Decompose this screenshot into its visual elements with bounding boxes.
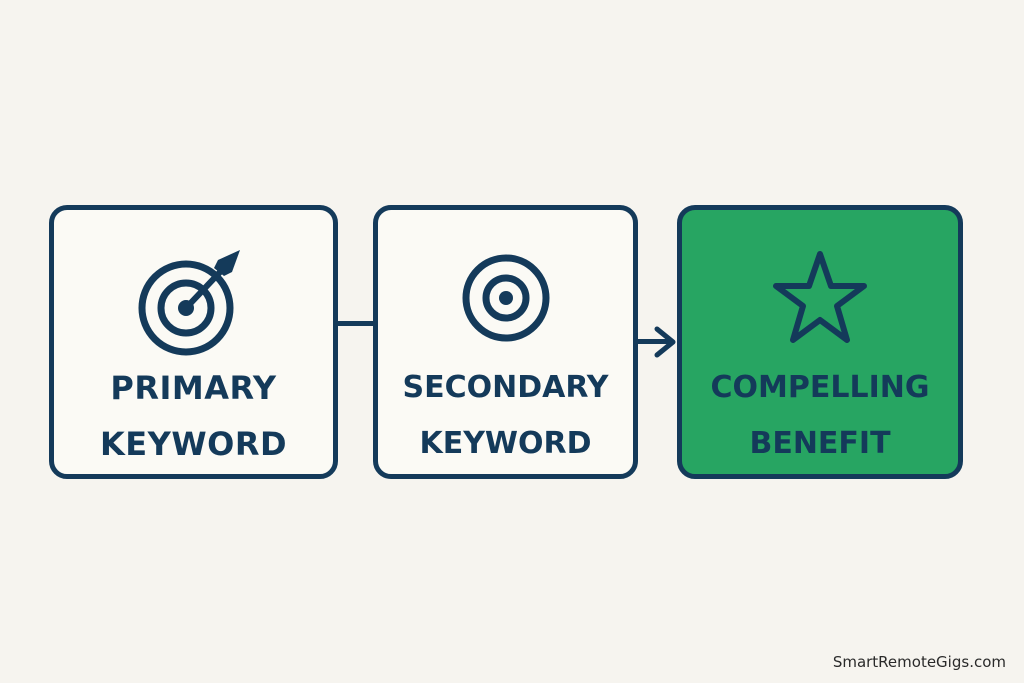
- connector-arrow-line: [636, 339, 671, 344]
- star-icon: [773, 251, 867, 343]
- target-icon: [462, 254, 549, 342]
- arrow-head-icon: [654, 326, 676, 358]
- step-label: SECONDARY KEYWORD: [378, 360, 633, 472]
- step-compelling-benefit: COMPELLING BENEFIT: [677, 205, 963, 479]
- step-label: PRIMARY KEYWORD: [54, 360, 333, 472]
- step-label-line2: BENEFIT: [749, 426, 891, 461]
- step-label-line2: KEYWORD: [99, 425, 288, 463]
- target-arrow-icon: [138, 250, 240, 356]
- step-label-line1: PRIMARY: [110, 369, 277, 407]
- step-label-line2: KEYWORD: [419, 426, 592, 461]
- step-secondary-keyword: SECONDARY KEYWORD: [373, 205, 638, 479]
- connector-line: [336, 321, 375, 326]
- step-primary-keyword: PRIMARY KEYWORD: [49, 205, 338, 479]
- step-label: COMPELLING BENEFIT: [682, 360, 958, 472]
- step-label-line1: SECONDARY: [402, 370, 609, 405]
- site-watermark: SmartRemoteGigs.com: [832, 653, 1006, 671]
- step-label-line1: COMPELLING: [710, 370, 930, 405]
